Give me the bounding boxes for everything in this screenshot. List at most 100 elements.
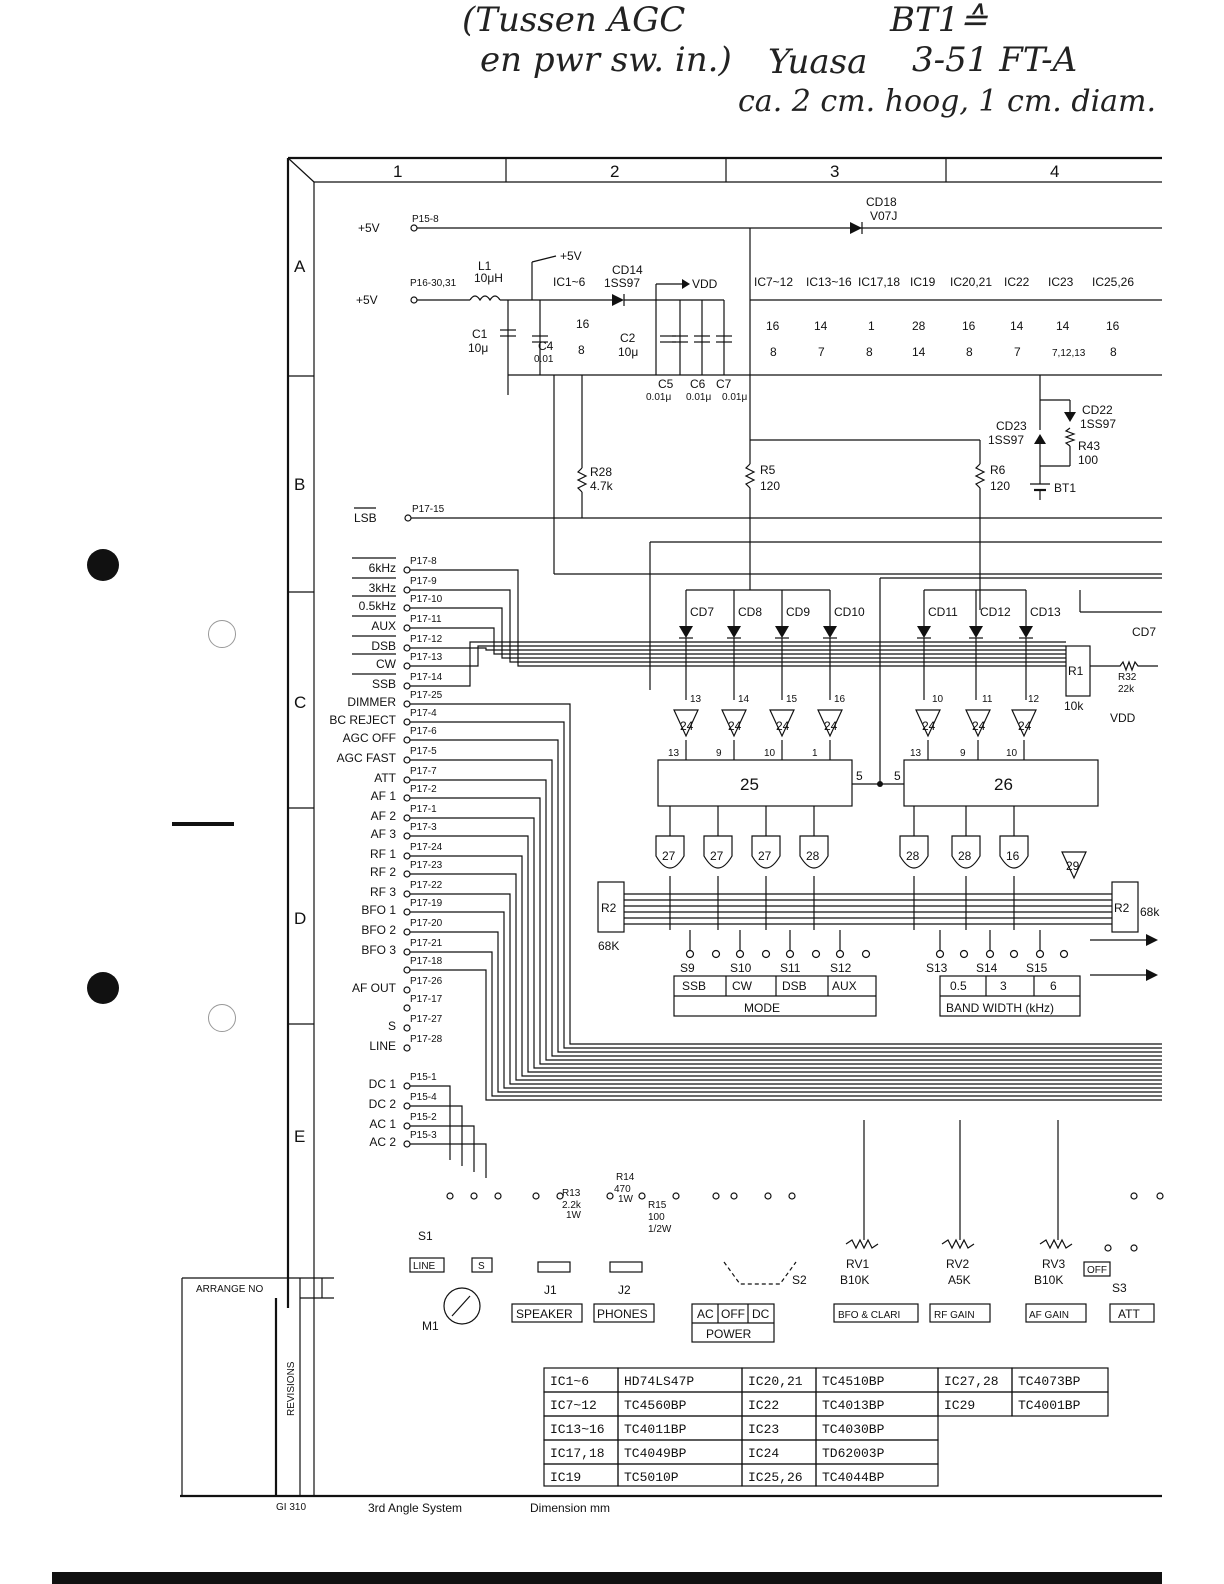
bw-label: 0.5 (950, 979, 967, 993)
mode-title: MODE (744, 1001, 780, 1015)
terminal (446, 1192, 454, 1200)
connector-pin: P17-7 (410, 766, 437, 777)
r43-label: R43 (1078, 439, 1100, 453)
diode-label: CD11 (928, 605, 958, 619)
control-wire (410, 797, 1162, 1065)
connector-terminal (403, 624, 411, 632)
connector-terminal (403, 736, 411, 744)
nor-gate (951, 835, 981, 869)
connector-pin: P17-13 (410, 652, 443, 663)
rf-gain-label: RF GAIN (934, 1310, 975, 1321)
ic-table-text: IC25,26 (748, 1470, 803, 1485)
switch-contact (935, 949, 945, 959)
p15-8-label: P15-8 (412, 214, 439, 225)
diode-label: CD13 (1030, 605, 1061, 619)
c6-label: C6 (690, 377, 706, 391)
switch-label: S15 (1026, 961, 1048, 975)
r13-label: R13 (562, 1188, 581, 1199)
switch-label: S11 (780, 961, 801, 975)
r14-label: R14 (616, 1172, 635, 1183)
l1-value: 10μH (474, 271, 503, 285)
ic-table-text: TC4011BP (624, 1422, 687, 1437)
inverter-29-label: 29 (1066, 859, 1080, 873)
ic-power-vcc: 16 (766, 319, 780, 333)
ic-table-text: TC4013BP (822, 1398, 885, 1413)
ic-power-name: IC13~16 (806, 275, 852, 289)
switch-label: S10 (730, 961, 752, 975)
ic-table-text: IC17,18 (550, 1446, 605, 1461)
s-box-label: S (478, 1261, 485, 1272)
col-2-label: 2 (610, 162, 619, 181)
connector-terminal (403, 586, 411, 594)
connector-terminal (403, 1122, 411, 1130)
switch-contact (785, 949, 795, 959)
ic-table-text: IC29 (944, 1398, 975, 1413)
ic-power-vcc: 14 (814, 319, 828, 333)
control-wire (410, 893, 1162, 1085)
connector-terminal (403, 1140, 411, 1148)
binder-hole-1 (87, 549, 119, 581)
connector-pin: P17-27 (410, 1014, 443, 1025)
bottom-wiring (446, 1120, 1164, 1252)
inverter-29 (1061, 851, 1087, 880)
inverter-pin-in: 11 (982, 694, 993, 705)
bt1-label: BT1 (1054, 481, 1076, 495)
r6-value: 120 (990, 479, 1010, 493)
potentiometer (1039, 1238, 1073, 1250)
ic-table-text: IC22 (748, 1398, 779, 1413)
connector-terminal (403, 852, 411, 860)
rv1-value: B10K (840, 1273, 869, 1287)
rv2-label: RV2 (946, 1257, 969, 1271)
bus-wire (410, 569, 1066, 667)
ic-table-text: TC4044BP (822, 1470, 885, 1485)
diode-symbol (917, 626, 931, 638)
grid-labels: 1 2 3 4 A B C D E (294, 162, 1059, 1146)
connector-terminal (403, 832, 411, 840)
connector-label: DIMMER (347, 695, 396, 709)
inverter-symbol (915, 709, 941, 738)
mode-label: CW (732, 979, 753, 993)
connector-pin: P17-20 (410, 918, 443, 929)
r15-value: 100 (648, 1212, 665, 1223)
switch-contact (811, 949, 821, 959)
inverter-ic: 24 (728, 719, 742, 733)
connector-terminal (403, 700, 411, 708)
control-wire (410, 931, 1162, 1093)
ic-table-text: IC7~12 (550, 1398, 597, 1413)
connector-pin: P15-1 (410, 1072, 437, 1083)
gate-ic: 27 (758, 849, 772, 863)
ic-power-gnd: 8 (1110, 345, 1117, 359)
drawing-code: GI 310 (276, 1502, 306, 1513)
diode-label: CD8 (738, 605, 762, 619)
potentiometer (845, 1238, 879, 1250)
switch-contact (1009, 949, 1019, 959)
ic-power-gnd: 8 (578, 343, 585, 357)
diode-label: CD12 (980, 605, 1011, 619)
connector-terminal (403, 776, 411, 784)
ic-power-vcc: 14 (1010, 319, 1024, 333)
ic-power-name: IC1~6 (553, 275, 586, 289)
connector-terminal (403, 890, 411, 898)
connector-label: S (388, 1019, 396, 1033)
ic-power-gnd: 8 (966, 345, 973, 359)
inverter-pin-out: 13 (910, 748, 922, 759)
ic-power-vcc: 16 (962, 319, 976, 333)
inverter-symbol (1011, 709, 1037, 738)
connector-pin: P17-23 (410, 860, 443, 871)
inverter-pin-in: 14 (738, 694, 750, 705)
r15-label: R15 (648, 1200, 667, 1211)
att-label: ATT (1118, 1307, 1140, 1321)
connector-pin: P17-14 (410, 672, 443, 683)
connector-label: LINE (369, 1039, 396, 1053)
ic-table-text: HD74LS47P (624, 1374, 694, 1389)
connector-label: BFO 3 (361, 943, 396, 957)
connector-terminal (403, 644, 411, 652)
c1-value: 10μ (468, 341, 488, 355)
r2-left-value: 68K (598, 939, 619, 953)
connector-pin: P17-1 (410, 804, 437, 815)
r32-label: R32 (1118, 672, 1137, 683)
terminal (470, 1192, 478, 1200)
